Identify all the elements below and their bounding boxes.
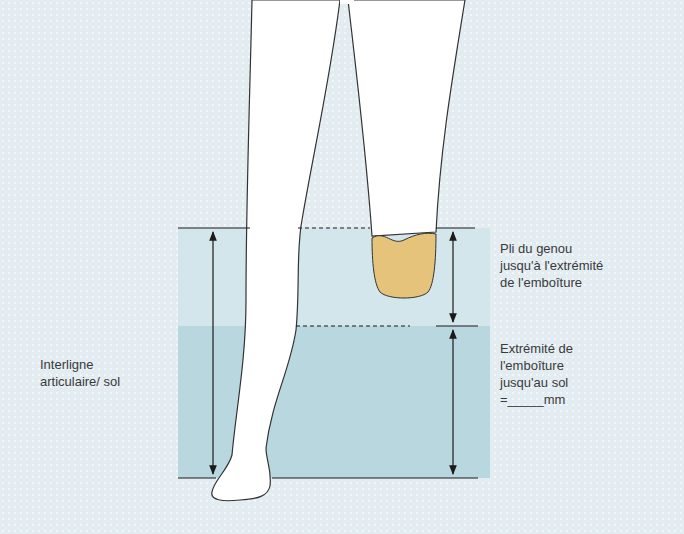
measurement-label: Extrémité de l'emboîture jusqu'au sol =_… xyxy=(500,340,610,408)
residual-thigh xyxy=(348,0,465,236)
prosthetic-socket xyxy=(372,233,436,298)
reference-line xyxy=(436,325,478,326)
reference-line xyxy=(178,227,250,228)
measurement-label: Pli du genou jusqu'à l'extrémité de l'em… xyxy=(500,240,610,291)
crotch-fill xyxy=(340,0,354,4)
sound-leg xyxy=(212,0,340,501)
reference-line xyxy=(436,227,475,228)
reference-line xyxy=(272,477,478,478)
dark-band xyxy=(178,326,490,478)
reference-line xyxy=(178,477,216,478)
dashed-line xyxy=(298,227,370,228)
dimension-arrow xyxy=(452,330,453,474)
dimension-arrow xyxy=(452,232,453,322)
dashed-line xyxy=(296,325,410,326)
dimension-label: Interligne articulaire/ sol xyxy=(40,356,150,390)
light-band xyxy=(178,228,490,478)
dimension-arrow xyxy=(212,232,213,474)
